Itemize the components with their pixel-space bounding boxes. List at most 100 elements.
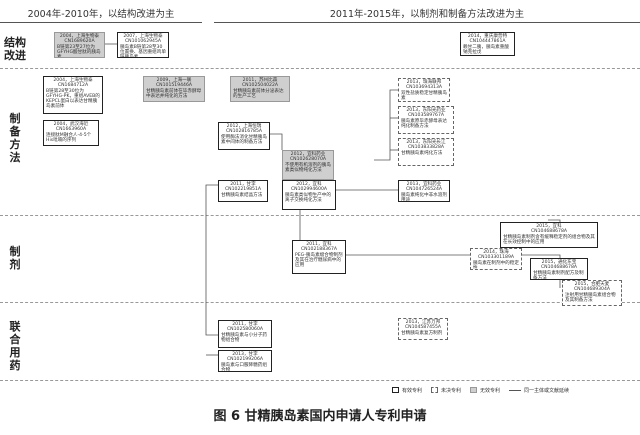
patent-number: CN103694313A [405, 85, 443, 91]
row-label-structure: 结构改进 [4, 36, 26, 62]
band-divider-4 [0, 380, 640, 381]
legend-swatch-pending [431, 387, 439, 393]
patent-number: CN104447861A [469, 39, 506, 45]
patent-title: 2004，上海生物泰 [53, 78, 93, 83]
patent-description: 甘精胰岛素制剂含有缓释稳定剂的组合物及其在长效控制中的应用 [503, 234, 595, 245]
patent-description: 甘精胰岛素复方制剂 [401, 330, 443, 336]
legend-swatch-valid [392, 387, 399, 393]
patent-title: 2011，甘李 [230, 182, 256, 187]
patent-number: CN104587455A [404, 325, 442, 331]
patent-description: 双性盐质稳定甘精胰岛素 [401, 90, 447, 101]
patent-description: 甘精胰岛素结晶方法 [221, 192, 263, 198]
patent-title: 2015，合肥天麦 [574, 282, 610, 287]
band-divider-3 [0, 302, 640, 303]
patent-description: 胰岛素纯化中非水溶剂用途 [401, 192, 447, 202]
row-label-method: 制备方法 [9, 112, 21, 164]
legend-line: 同一主体或文献延续 [509, 387, 569, 394]
patent-number: CN1689620A [64, 39, 95, 45]
connector-m11-c2 [205, 184, 218, 336]
patent-number: CN102188367A [300, 247, 338, 253]
patent-timeline-diagram: 2004年-2010年，以结构改进为主 2011年-2015年，以制剂和制备方法… [0, 6, 640, 396]
patent-title: 2014，重庆康普特 [467, 34, 508, 39]
patent-title: 2007，上海生物泰 [123, 34, 163, 39]
patent-description: 甘精胰岛素制剂配方及制备方法 [533, 270, 584, 280]
patent-description: 注射用甘精胰岛素组合物及其制备方法 [565, 292, 616, 303]
patent-number: CN102504022A [241, 83, 279, 89]
patent-title: 2011，苏州比森 [242, 78, 278, 83]
connector-f4-f3 [346, 254, 561, 262]
patent-number: CN103589767A [407, 113, 445, 119]
patent-number: CN104688678A [540, 265, 578, 271]
patent-title: 2013，宜科药业 [406, 182, 442, 187]
patent-description: B链第28至30位为GFYHG-PK，重组AVEB的KEPCL蛋白以表达甘精胰岛… [46, 88, 100, 110]
connector-lines [105, 43, 561, 356]
patent-title: 2004，武汉海近 [53, 122, 89, 127]
patent-title: 2015，宜科 [536, 224, 562, 229]
patent-description: B链第23至27位为GFYHG酸甘肽的胰岛素 [57, 44, 101, 58]
legend: 有效专利 未决专利 无效专利 同一主体或文献延续 [392, 384, 636, 396]
patent-title: 2013，江苏万邦 [405, 320, 441, 325]
patent-title: 2012，宜科药业 [290, 152, 326, 157]
patent-description: PEG-胰岛素缀合物制剂及其在治疗糖尿病中的应用 [295, 252, 343, 269]
patent-title: 2013，东阳光长江 [406, 140, 446, 145]
patent-title: 2015，通化东宝 [541, 260, 577, 265]
patent-title: 2014，珠海 [483, 250, 509, 255]
patent-description: 使用酶法消化甘精胰岛素中间体的制备方法 [221, 134, 267, 145]
patent-number: CN101519446A [155, 83, 193, 89]
patent-number: CN102628070A [289, 157, 327, 163]
patent-number: CN102199206A [226, 357, 264, 363]
band-divider-2 [0, 215, 640, 216]
patent-description: 甘精胰岛素与小分子药物组合物 [221, 332, 267, 343]
patent-description: 赖甘二胰，胰岛素重酸钠克拉戊 [463, 44, 509, 55]
patent-title: 2012，宜科 [296, 182, 322, 187]
legend-swatch-line [509, 389, 522, 391]
patent-number: CN102580060A [226, 327, 264, 333]
patent-description: 甘精胰岛素纯化方法 [401, 150, 443, 156]
patent-title: 2011，甘李 [232, 322, 258, 327]
period-header-2004-2010: 2004年-2010年，以结构改进为主 [0, 6, 202, 23]
patent-title: 2013，甘李 [232, 352, 258, 357]
legend-pending: 未决专利 [431, 387, 461, 394]
patent-description: 胰岛素与口服降糖药组合物 [221, 362, 267, 372]
patent-number: CN101062945A [124, 39, 162, 45]
connector-m9-m10 [327, 170, 398, 191]
patent-description: 甘精胰岛素前体分泌表达的生产工艺 [233, 88, 284, 99]
patent-description: 胰岛素类似物生产中的离子交换纯化方法 [285, 192, 331, 203]
patent-number: CN1663960A [55, 127, 87, 133]
patent-number: CN104688678A [530, 229, 568, 235]
patent-number: CN104726524A [405, 187, 443, 193]
patent-number: CN103833828A [407, 145, 445, 151]
row-label-formulation: 制剂 [9, 245, 21, 271]
legend-valid: 有效专利 [392, 387, 422, 394]
row-label-combination: 联合用药 [9, 320, 21, 372]
patent-number: CN102994600A [290, 187, 328, 193]
legend-swatch-invalid [470, 387, 478, 393]
figure-caption: 图 6 甘精胰岛素国内申请人专利申请 [213, 409, 427, 424]
patent-title: 2013，珠海联邦 [406, 80, 442, 85]
patent-number: CN102816785A [225, 129, 263, 135]
patent-number: CN104689304A [573, 287, 611, 293]
patent-description: 甘精胰岛素前体在毕赤酵母中表达并纯化的方法 [146, 88, 202, 99]
